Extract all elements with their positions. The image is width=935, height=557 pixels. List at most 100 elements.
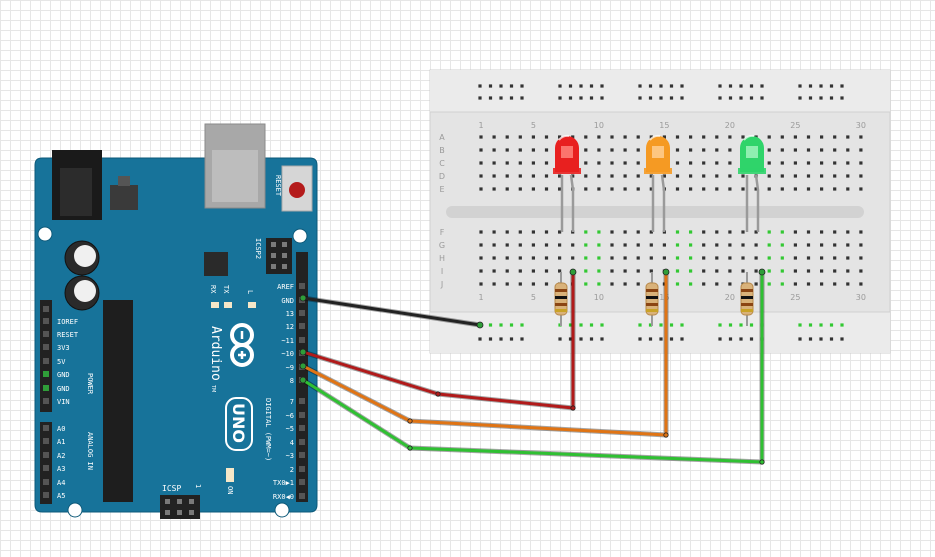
breadboard-hole: [728, 230, 732, 234]
breadboard-hole: [649, 187, 653, 191]
digital-pin-label: ~5: [286, 425, 294, 433]
breadboard-hole: [675, 256, 680, 260]
rail-hole: [739, 84, 743, 88]
breadboard-hole: [623, 135, 627, 139]
breadboard-hole: [610, 187, 614, 191]
breadboard-hole: [820, 256, 824, 260]
resistor-band: [741, 296, 753, 299]
row-letter-label: A: [439, 133, 445, 142]
breadboard-hole: [833, 230, 837, 234]
wire-bend-point: [759, 459, 765, 465]
rail-hole: [499, 337, 503, 341]
voltage-regulator: [110, 185, 138, 210]
breadboard-hole: [675, 230, 680, 234]
breadboard-hole: [767, 148, 771, 152]
breadboard-hole: [728, 282, 732, 286]
tx-label: TX: [222, 285, 230, 294]
breadboard-hole: [846, 282, 850, 286]
rail-hole: [718, 323, 722, 327]
wire-endpoint: [299, 376, 307, 384]
breadboard-hole: [675, 243, 680, 247]
breadboard-hole: [780, 243, 784, 247]
breadboard-hole: [518, 148, 522, 152]
rail-hole: [749, 337, 754, 341]
breadboard-hole: [702, 256, 706, 260]
breadboard-hole: [741, 174, 745, 178]
breadboard-hole: [531, 256, 535, 260]
breadboard-hole: [479, 269, 483, 273]
l-led: [248, 302, 256, 308]
header-pin: [271, 253, 276, 258]
capacitor-stripe: [68, 253, 74, 263]
breadboard-hole: [518, 269, 522, 273]
breadboard-hole: [780, 282, 784, 286]
breadboard-hole: [492, 230, 496, 234]
breadboard-hole: [518, 174, 522, 178]
breadboard-hole: [806, 135, 811, 139]
column-number-label: 20: [725, 293, 735, 302]
breadboard-hole: [833, 243, 837, 247]
breadboard-hole: [702, 135, 706, 139]
breadboard-hole: [492, 269, 496, 273]
capacitor-stripe: [68, 288, 74, 298]
wire-pin8: [302, 272, 764, 464]
header-pin: [189, 499, 194, 504]
rail-hole: [488, 96, 493, 100]
breadboard-hole: [636, 230, 640, 234]
breadboard-hole: [846, 243, 850, 247]
resistor: [740, 272, 754, 326]
breadboard-hole: [702, 282, 706, 286]
header-pin: [282, 264, 287, 269]
power-pin-label: 5V: [57, 358, 66, 366]
breadboard-hole: [531, 230, 535, 234]
rail-hole: [840, 337, 844, 341]
breadboard-hole: [754, 269, 758, 273]
rail-hole: [558, 84, 562, 88]
rail-hole: [808, 84, 813, 88]
rail-hole: [728, 84, 733, 88]
rail-hole: [739, 96, 743, 100]
breadboard-hole: [780, 256, 784, 260]
breadboard-hole: [505, 282, 509, 286]
breadboard-hole: [820, 282, 824, 286]
breadboard-hole: [636, 135, 640, 139]
breadboard-hole: [544, 256, 549, 260]
header-pin: [271, 242, 276, 247]
rail-hole: [568, 84, 573, 88]
header-pin: [43, 398, 49, 404]
breadboard-hole: [571, 174, 575, 178]
header-pin: [299, 412, 305, 418]
row-letter-label: J: [440, 280, 443, 289]
resistor-band: [555, 296, 567, 299]
wire-bend-point: [663, 432, 669, 438]
breadboard-hole: [702, 161, 706, 165]
rail-hole: [558, 96, 562, 100]
breadboard-hole: [741, 187, 745, 191]
breadboard-hole: [689, 174, 693, 178]
breadboard-hole: [806, 230, 811, 234]
breadboard-hole: [675, 269, 680, 273]
breadboard-hole: [479, 148, 483, 152]
breadboard-hole: [662, 256, 666, 260]
breadboard-hole: [833, 269, 837, 273]
rail-hole: [648, 337, 653, 341]
breadboard-hole: [689, 243, 693, 247]
header-pin: [43, 438, 49, 444]
rail-hole: [749, 84, 754, 88]
rail-hole: [819, 84, 823, 88]
rail-hole: [499, 84, 503, 88]
breadboard-hole: [623, 174, 627, 178]
tx-led: [224, 302, 232, 308]
power-pin-label: VIN: [57, 398, 70, 406]
rail-hole: [808, 337, 813, 341]
rail-hole: [659, 323, 663, 327]
breadboard-hole: [846, 174, 850, 178]
breadboard-hole: [793, 269, 797, 273]
logo-loop-right: [230, 343, 254, 367]
wire-endpoint: [299, 294, 307, 302]
digital-pin-label: AREF: [277, 283, 294, 291]
breadboard-hole: [531, 135, 535, 139]
wire-gnd: [302, 296, 481, 327]
breadboard-hole: [505, 256, 509, 260]
digital-pin-label: ~11: [281, 337, 294, 345]
